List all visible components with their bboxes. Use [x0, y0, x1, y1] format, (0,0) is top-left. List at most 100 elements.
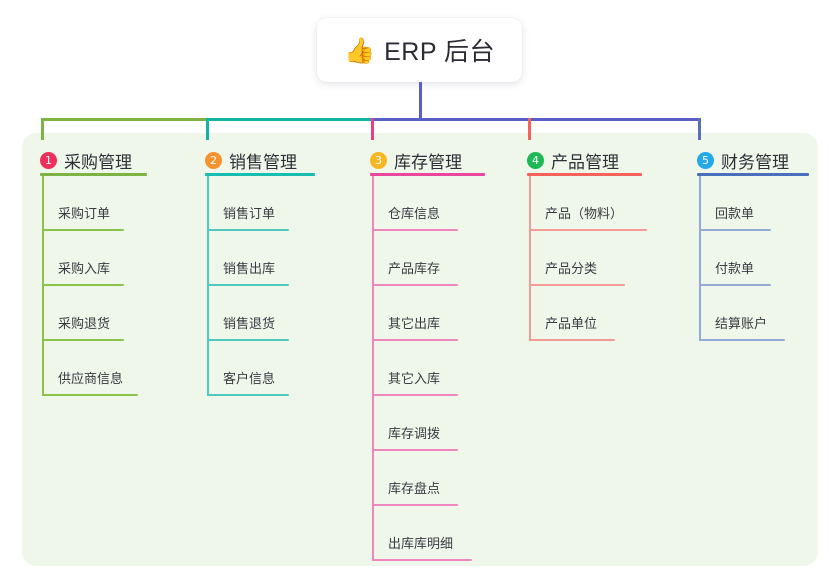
- leaf-item-label: 产品库存: [388, 261, 441, 276]
- leaf-item-label: 回款单: [715, 206, 755, 221]
- branch-number-badge: 1: [40, 151, 57, 169]
- leaf-item-label: 采购退货: [58, 316, 111, 331]
- leaf-item-label: 库存调拨: [388, 426, 441, 441]
- branch-header-label: 采购管理: [64, 152, 132, 172]
- leaf-item[interactable]: 其它出库: [352, 286, 462, 341]
- leaf-item-label: 销售订单: [223, 206, 276, 221]
- leaf-item[interactable]: 产品库存: [352, 231, 462, 286]
- branch-number-badge: 3: [370, 151, 387, 169]
- leaf-item[interactable]: 销售订单: [187, 176, 297, 231]
- leaf-item-label: 供应商信息: [58, 371, 124, 386]
- leaf-item-label: 仓库信息: [388, 206, 441, 221]
- branch-drop-4: [528, 118, 531, 140]
- branch-header-rule: [40, 173, 147, 176]
- leaf-item[interactable]: 产品分类: [509, 231, 625, 286]
- leaf-item-rule: [529, 339, 615, 341]
- branch-spine: [699, 176, 701, 341]
- leaf-item-rule: [372, 394, 458, 396]
- leaf-item-label: 付款单: [715, 261, 755, 276]
- leaf-item[interactable]: 采购入库: [22, 231, 132, 286]
- leaf-item-label: 销售退货: [223, 316, 276, 331]
- leaf-item-rule: [42, 284, 124, 286]
- branch-header-label: 产品管理: [551, 152, 619, 172]
- branch-spine: [42, 176, 44, 396]
- leaf-item-rule: [207, 284, 289, 286]
- bus-segment-green: [41, 118, 206, 121]
- leaf-item[interactable]: 其它入库: [352, 341, 462, 396]
- branch-drop-5: [698, 118, 701, 140]
- branch-spine: [529, 176, 531, 341]
- branch-header-label: 财务管理: [721, 152, 789, 172]
- leaf-item-rule: [207, 229, 289, 231]
- branch-drop-3: [371, 118, 374, 140]
- leaf-item[interactable]: 库存调拨: [352, 396, 462, 451]
- leaf-item-label: 采购订单: [58, 206, 111, 221]
- leaf-item-rule: [372, 284, 458, 286]
- leaf-item-rule: [372, 559, 472, 561]
- leaf-item-label: 采购入库: [58, 261, 111, 276]
- leaf-item-rule: [699, 339, 785, 341]
- leaf-item-label: 客户信息: [223, 371, 276, 386]
- branch-drop-1: [41, 118, 44, 140]
- leaf-item[interactable]: 付款单: [679, 231, 789, 286]
- leaf-item[interactable]: 采购退货: [22, 286, 132, 341]
- leaf-item-rule: [372, 339, 458, 341]
- leaf-item[interactable]: 销售出库: [187, 231, 297, 286]
- branch-drop-2: [206, 118, 209, 140]
- branch-header-label: 库存管理: [394, 152, 462, 172]
- leaf-item-rule: [699, 284, 771, 286]
- branch-header-rule: [205, 173, 315, 176]
- bus-segment-indigo: [371, 118, 700, 121]
- leaf-item-label: 其它入库: [388, 371, 441, 386]
- leaf-item-rule: [699, 229, 771, 231]
- leaf-item-label: 出库库明细: [388, 536, 454, 551]
- bus-segment-teal: [206, 118, 371, 121]
- branch-number-badge: 4: [527, 151, 544, 169]
- thumbs-up-icon: 👍: [343, 35, 376, 65]
- leaf-item-label: 结算账户: [715, 316, 768, 331]
- leaf-item[interactable]: 供应商信息: [22, 341, 138, 396]
- branch-spine: [207, 176, 209, 396]
- diagram-panel: [22, 133, 818, 566]
- leaf-item[interactable]: 结算账户: [679, 286, 789, 341]
- leaf-item[interactable]: 客户信息: [187, 341, 297, 396]
- leaf-item-label: 销售出库: [223, 261, 276, 276]
- leaf-item-rule: [372, 449, 458, 451]
- leaf-item-rule: [42, 229, 124, 231]
- leaf-item[interactable]: 出库库明细: [352, 506, 472, 561]
- leaf-item-label: 库存盘点: [388, 481, 441, 496]
- branch-header-4[interactable]: 4 产品管理: [509, 144, 642, 176]
- branch-spine: [372, 176, 374, 561]
- branch-column-1: 1 采购管理采购订单采购入库采购退货供应商信息: [22, 144, 147, 396]
- root-node[interactable]: 👍 ERP 后台: [317, 18, 522, 82]
- branch-header-rule: [370, 173, 485, 176]
- root-node-label: ERP 后台: [384, 38, 496, 66]
- leaf-item-label: 产品单位: [545, 316, 598, 331]
- leaf-item[interactable]: 销售退货: [187, 286, 297, 341]
- leaf-item[interactable]: 仓库信息: [352, 176, 462, 231]
- leaf-item-label: 产品分类: [545, 261, 598, 276]
- leaf-item[interactable]: 产品（物料）: [509, 176, 647, 231]
- leaf-item-rule: [207, 339, 289, 341]
- leaf-item[interactable]: 库存盘点: [352, 451, 462, 506]
- leaf-item[interactable]: 采购订单: [22, 176, 132, 231]
- branch-column-3: 3 库存管理仓库信息产品库存其它出库其它入库库存调拨库存盘点出库库明细: [352, 144, 485, 561]
- branch-header-rule: [527, 173, 642, 176]
- leaf-item-label: 其它出库: [388, 316, 441, 331]
- branch-header-label: 销售管理: [229, 152, 297, 172]
- branch-header-3[interactable]: 3 库存管理: [352, 144, 485, 176]
- leaf-item-rule: [529, 229, 647, 231]
- leaf-item[interactable]: 回款单: [679, 176, 789, 231]
- leaf-item-label: 产品（物料）: [545, 206, 624, 221]
- branch-column-4: 4 产品管理产品（物料） 产品分类产品单位: [509, 144, 647, 341]
- root-trunk: [419, 82, 422, 121]
- leaf-item-rule: [529, 284, 625, 286]
- branch-header-1[interactable]: 1 采购管理: [22, 144, 147, 176]
- leaf-item-rule: [372, 229, 458, 231]
- leaf-item[interactable]: 产品单位: [509, 286, 619, 341]
